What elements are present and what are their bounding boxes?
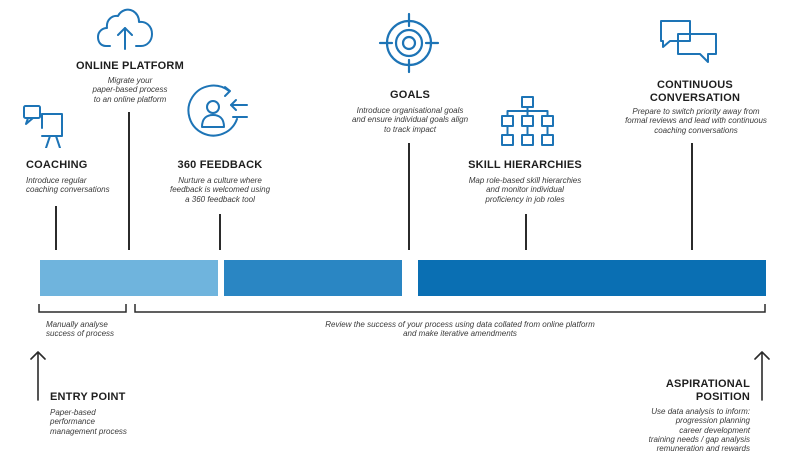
skill-hierarchies-desc-line: proficiency in job roles (485, 194, 565, 204)
feedback-desc-line: Nurture a culture where (178, 176, 262, 185)
skill-hierarchies-connector (525, 214, 527, 250)
skill-hierarchies-desc: Map role-based skill hierarchies and mon… (430, 176, 620, 204)
continuous-desc: Prepare to switch priority away from for… (596, 107, 796, 135)
feedback-connector (219, 214, 221, 250)
hierarchy-icon (498, 95, 558, 147)
target-icon (378, 12, 440, 74)
entry-desc-line: Paper-based (50, 408, 96, 417)
manual-text-line: Manually analyse (46, 320, 108, 329)
aspirational-title-line: POSITION (695, 390, 750, 403)
aspirational-desc-line: remuneration and rewards (656, 444, 750, 454)
entry-point-title: ENTRY POINT (50, 391, 126, 403)
coaching-desc-line: coaching conversations (26, 185, 110, 195)
coaching-title: COACHING (26, 159, 88, 171)
manual-bracket (38, 304, 127, 313)
aspirational-desc-line: career development (679, 425, 750, 435)
review-text: Review the success of your process using… (250, 320, 670, 339)
entry-desc-line: performance (50, 417, 95, 427)
skill-hierarchies-desc-line: Map role-based skill hierarchies (468, 176, 582, 185)
continuous-desc-line: Prepare to switch priority away from (632, 107, 760, 116)
continuous-title-line: CONTINUOUS (657, 79, 733, 91)
feedback-title: 360 FEEDBACK (177, 159, 263, 171)
goals-desc-line: and ensure individual goals align (351, 115, 469, 125)
timeline-bar-stage-3 (418, 260, 766, 296)
goals-desc: Introduce organisational goals and ensur… (318, 106, 502, 134)
goals-connector (408, 143, 410, 250)
aspirational-desc-line: Use data analysis to inform: (651, 407, 750, 416)
goals-desc-line: Introduce organisational goals (356, 106, 464, 115)
goals-title: GOALS (389, 89, 431, 101)
goals-desc-line: to track impact (383, 124, 436, 134)
presentation-board-icon (22, 104, 74, 148)
manual-analyse-text: Manually analyse success of process (46, 320, 114, 339)
coaching-desc-line: Introduce regular (26, 176, 87, 185)
user-feedback-icon (185, 83, 251, 141)
skill-hierarchies-title: SKILL HIERARCHIES (468, 159, 582, 171)
online-platform-connector (128, 112, 130, 250)
online-platform-desc: Migrate your paper-based process to an o… (60, 76, 200, 104)
continuous-desc-line: coaching conversations (654, 125, 738, 135)
timeline-bar-stage-1 (40, 260, 218, 296)
aspirational-desc-line: progression planning (675, 416, 750, 426)
timeline-bar-stage-2 (224, 260, 402, 296)
review-bracket (134, 304, 766, 313)
aspirational-desc: Use data analysis to inform: progression… (649, 407, 750, 453)
aspirational-desc-line: training needs / gap analysis (648, 434, 750, 444)
feedback-desc-line: a 360 feedback tool (185, 194, 255, 204)
skill-hierarchies-desc-line: and monitor individual (486, 185, 564, 195)
online-platform-desc-line: paper-based process (92, 85, 168, 95)
review-text-line: Review the success of your process using… (325, 320, 595, 329)
feedback-desc-line: feedback is welcomed using (169, 185, 271, 195)
review-text-line: and make iterative amendments (403, 329, 517, 339)
entry-desc-line: management process (50, 426, 127, 436)
coaching-connector (55, 206, 57, 250)
continuous-connector (691, 143, 693, 250)
continuous-title-line: CONVERSATION (649, 91, 741, 104)
manual-text-line: success of process (46, 329, 115, 339)
chat-bubbles-icon (658, 18, 720, 66)
online-platform-desc-line: to an online platform (93, 94, 167, 104)
online-platform-title: ONLINE PLATFORM (76, 60, 184, 72)
aspirational-arrow-icon (754, 351, 770, 401)
cloud-upload-icon (96, 6, 156, 50)
continuous-desc-line: formal reviews and lead with continuous (625, 116, 767, 126)
aspirational-title-line: ASPIRATIONAL (665, 378, 750, 390)
entry-point-desc: Paper-based performance management proce… (50, 408, 127, 436)
entry-arrow-icon (30, 351, 46, 401)
continuous-title: CONTINUOUS CONVERSATION (620, 79, 770, 104)
feedback-desc: Nurture a culture where feedback is welc… (130, 176, 310, 204)
coaching-desc: Introduce regular coaching conversations (26, 176, 110, 195)
online-platform-desc-line: Migrate your (107, 76, 153, 85)
aspirational-title: ASPIRATIONAL POSITION (666, 378, 750, 403)
